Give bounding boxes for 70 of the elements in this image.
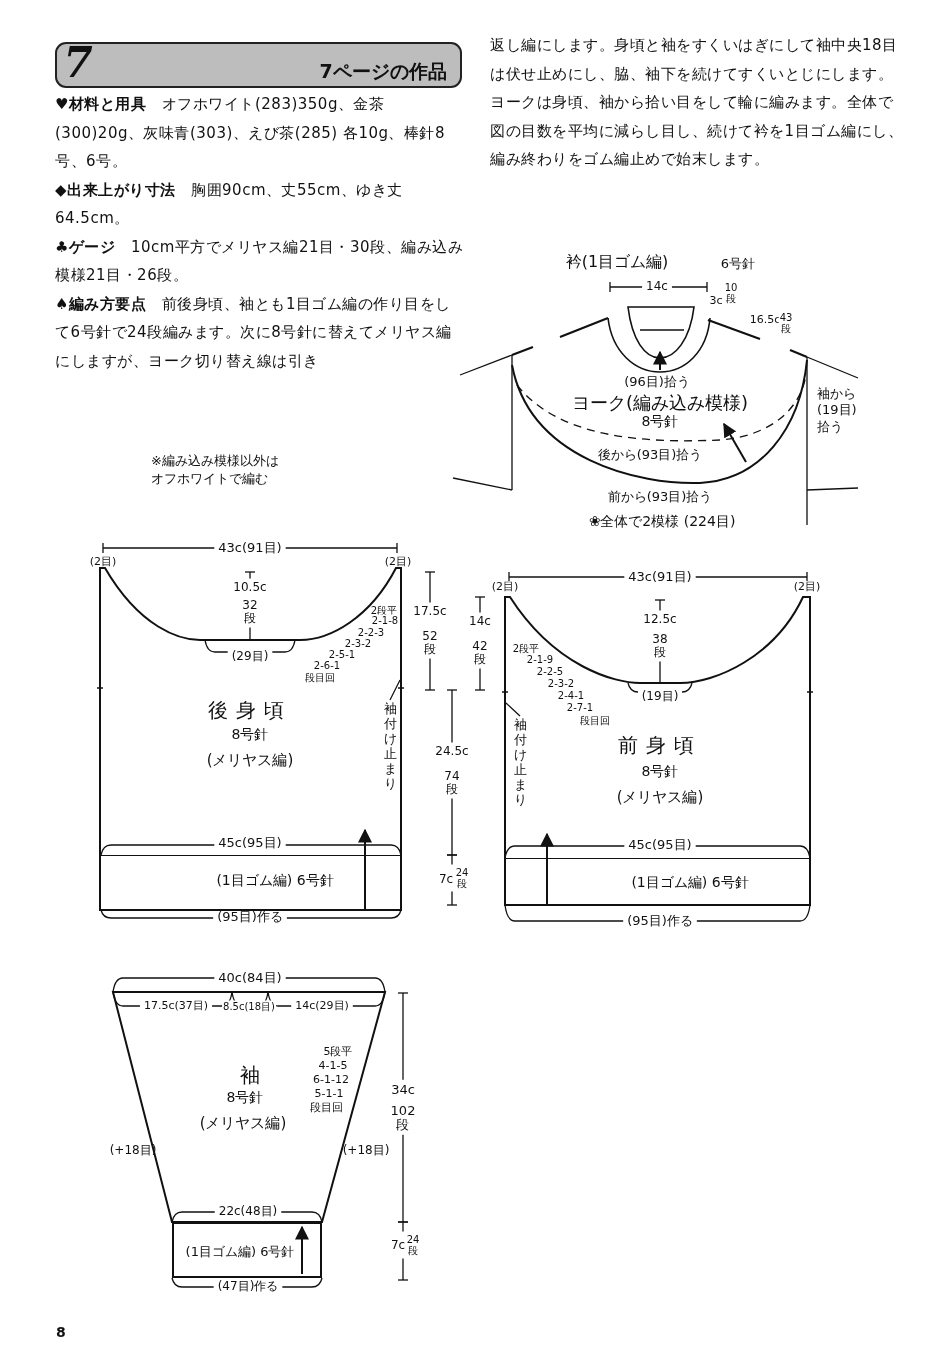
- needle-label: 8号針: [641, 414, 679, 430]
- dimension-label: 43c(91目): [627, 569, 693, 585]
- leader-line: [505, 702, 521, 717]
- needle-label: 8号針: [226, 1090, 264, 1106]
- piece-title: 前身頃: [618, 734, 702, 756]
- stitch-count-label: (2目): [383, 555, 413, 569]
- shaping-note: 2-2-3: [356, 626, 386, 638]
- needle-label: 8号針: [231, 727, 269, 743]
- shaping-note: 2-4-1: [556, 689, 586, 701]
- stitch-label: (1目ゴム編) 6号針: [631, 875, 749, 891]
- shaping-note: 5段平: [322, 1045, 354, 1059]
- stitch-label: (1目ゴム編) 6号針: [216, 873, 334, 889]
- dimension-label: 22c(48目): [217, 1205, 279, 1219]
- stitch-label: (メリヤス編): [199, 1114, 287, 1132]
- section-number: 7: [62, 39, 94, 87]
- shaping-note: 段目回: [304, 671, 336, 683]
- shaping-note: 2-7-1: [565, 701, 595, 713]
- stitch-count-label: (+18目): [341, 1144, 391, 1158]
- rows-label: 52段: [421, 630, 439, 656]
- stitch-count-label: (29目): [230, 650, 270, 664]
- paragraph: ♣ゲージ 10cm平方でメリヤス編21目・30段、編み込み模様21目・26段。: [55, 236, 465, 286]
- shaping-note: 2-1-8: [370, 614, 400, 626]
- cuff-band: [172, 1222, 322, 1278]
- stitch-label: (1目ゴム編) 6号針: [185, 1244, 295, 1260]
- shaping-note: 2-3-2: [546, 677, 576, 689]
- stitch-count-label: (2目): [88, 555, 118, 569]
- needle-label: 8号針: [641, 764, 679, 780]
- dimension-label: 43c(91目): [217, 540, 283, 556]
- pattern-repeat-label: ❀全体で2模様 (224目): [587, 514, 737, 530]
- rows-label: 43段: [778, 312, 794, 334]
- paragraph: 返し編にします。身頃と袖をすくいはぎにして袖中央18目は伏せ止めにし、脇、袖下を続けてすくいとじにします。ヨークは身頃、袖から拾い目をして輪に編みます。全体で図の目数を平均に減らし目し、続けて衿を1目ゴム編にし、編み終わりをゴム編止めで始末します。: [490, 35, 905, 170]
- dimension-label: 8.5c(18目): [222, 1000, 276, 1012]
- rows-label: 24段: [405, 1234, 421, 1256]
- rows-label: 38段: [651, 633, 669, 659]
- back-body-piece: [100, 568, 401, 910]
- stitch-count-label: (2目): [490, 580, 520, 594]
- stitch-label: (メリヤス編): [206, 751, 294, 769]
- dimension-label: (47目)作る: [216, 1280, 280, 1294]
- vertical-note: 袖付け止まり: [512, 717, 528, 807]
- rows-label: 42段: [471, 640, 489, 666]
- dimension-label: 14c(29目): [294, 999, 350, 1013]
- rows-label: 10段: [723, 282, 739, 304]
- stitch-label: (メリヤス編): [616, 788, 704, 806]
- leader-line: [389, 679, 401, 701]
- stitch-count-label: (2目): [792, 580, 822, 594]
- shaping-note: 2-1-9: [525, 653, 555, 665]
- piece-title: ヨーク(編み込み模様): [572, 393, 748, 413]
- paragraph: ♥材料と用具 オフホワイト(283)350g、金茶(300)20g、灰味青(303)、えび茶(285) 各10g、棒針8号、6号。: [55, 94, 447, 172]
- stitch-count-label: (19目): [640, 690, 680, 704]
- vertical-note: 袖付け止まり: [382, 701, 398, 791]
- shaping-note: 段目回: [308, 1101, 344, 1115]
- piece-title: 袖: [240, 1064, 260, 1086]
- piece-title: 後身頃: [208, 699, 292, 721]
- shaping-note: 2-6-1: [312, 659, 342, 671]
- front-body-piece: [505, 597, 810, 905]
- rows-label: 32段: [241, 599, 259, 625]
- shaping-note: 2-5-1: [327, 648, 357, 660]
- paragraph: ◆出来上がり寸法 胸囲90cm、丈55cm、ゆき丈64.5cm。: [55, 179, 404, 229]
- shaping-note: 2-2-5: [535, 665, 565, 677]
- rows-label: 74段: [443, 770, 461, 796]
- shaping-note: 2段平: [511, 642, 541, 654]
- dimension-label: 17.5c(37目): [142, 999, 210, 1013]
- rows-label: 102段: [389, 1104, 417, 1132]
- shaping-note: 段目回: [579, 714, 611, 726]
- rows-label: 24段: [454, 867, 470, 889]
- shaping-note: 2-3-2: [343, 637, 373, 649]
- needle-label: 6号針: [719, 256, 757, 272]
- paragraph: ♠編み方要点 前後身頃、袖とも1目ゴム編の作り目をして6号針で24段編みます。次に8号針に替えてメリヤス編にしますが、ヨーク切り替え線は引き: [55, 293, 453, 372]
- collar-label: 衿(1目ゴム編): [564, 253, 670, 271]
- section-heading: 7ページの作品: [318, 60, 448, 82]
